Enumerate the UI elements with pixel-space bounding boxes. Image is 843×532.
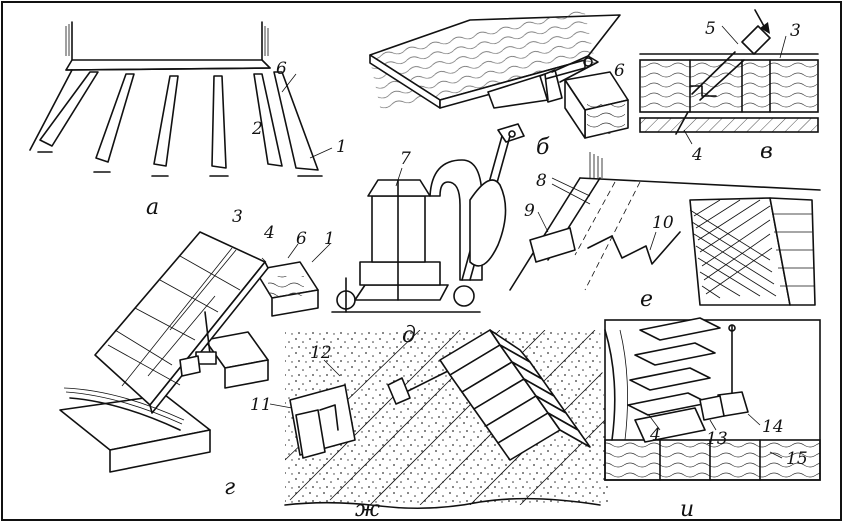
label-6-a: 6 xyxy=(276,59,287,79)
label-2-a: 2 xyxy=(251,119,263,139)
label-4-g: 4 xyxy=(263,223,275,243)
label-12-zh: 12 xyxy=(310,343,332,363)
panel-b-drawing xyxy=(368,5,629,139)
label-8-e: 8 xyxy=(536,171,547,191)
panel-letter-zh: ж xyxy=(355,497,380,522)
panel-g-drawing xyxy=(59,231,331,473)
label-11-zh: 11 xyxy=(250,395,272,415)
panel-letter-a: а xyxy=(146,195,159,220)
panel-v-drawing xyxy=(639,9,819,145)
label-6-b: 6 xyxy=(614,61,625,81)
panel-letter-i: и xyxy=(680,497,694,522)
label-1-a: 1 xyxy=(336,137,347,157)
label-9-e: 9 xyxy=(524,201,535,221)
label-3-v: 3 xyxy=(790,21,801,41)
panel-d-drawing xyxy=(331,123,525,313)
panel-letter-g: г xyxy=(224,475,235,500)
panel-letter-b: б xyxy=(536,135,550,160)
panel-a-drawing xyxy=(29,21,333,177)
panel-zh-drawing xyxy=(269,329,610,510)
label-4-i: 4 xyxy=(649,425,661,445)
panel-letter-v: в xyxy=(760,139,773,164)
label-10-e: 10 xyxy=(652,213,674,233)
label-6-g: 6 xyxy=(296,229,307,249)
label-13-i: 13 xyxy=(706,429,728,449)
label-3-g: 3 xyxy=(232,207,243,227)
label-15-i: 15 xyxy=(786,449,808,469)
label-7-d: 7 xyxy=(400,149,411,169)
panel-letter-e: е xyxy=(640,287,653,312)
label-1-g: 1 xyxy=(324,229,335,249)
label-5-v: 5 xyxy=(705,19,716,39)
panel-e-drawing xyxy=(509,152,821,306)
panel-i-drawing xyxy=(604,317,821,481)
outer-frame xyxy=(1,1,842,521)
label-4-v: 4 xyxy=(691,145,703,165)
label-14-i: 14 xyxy=(762,417,784,437)
